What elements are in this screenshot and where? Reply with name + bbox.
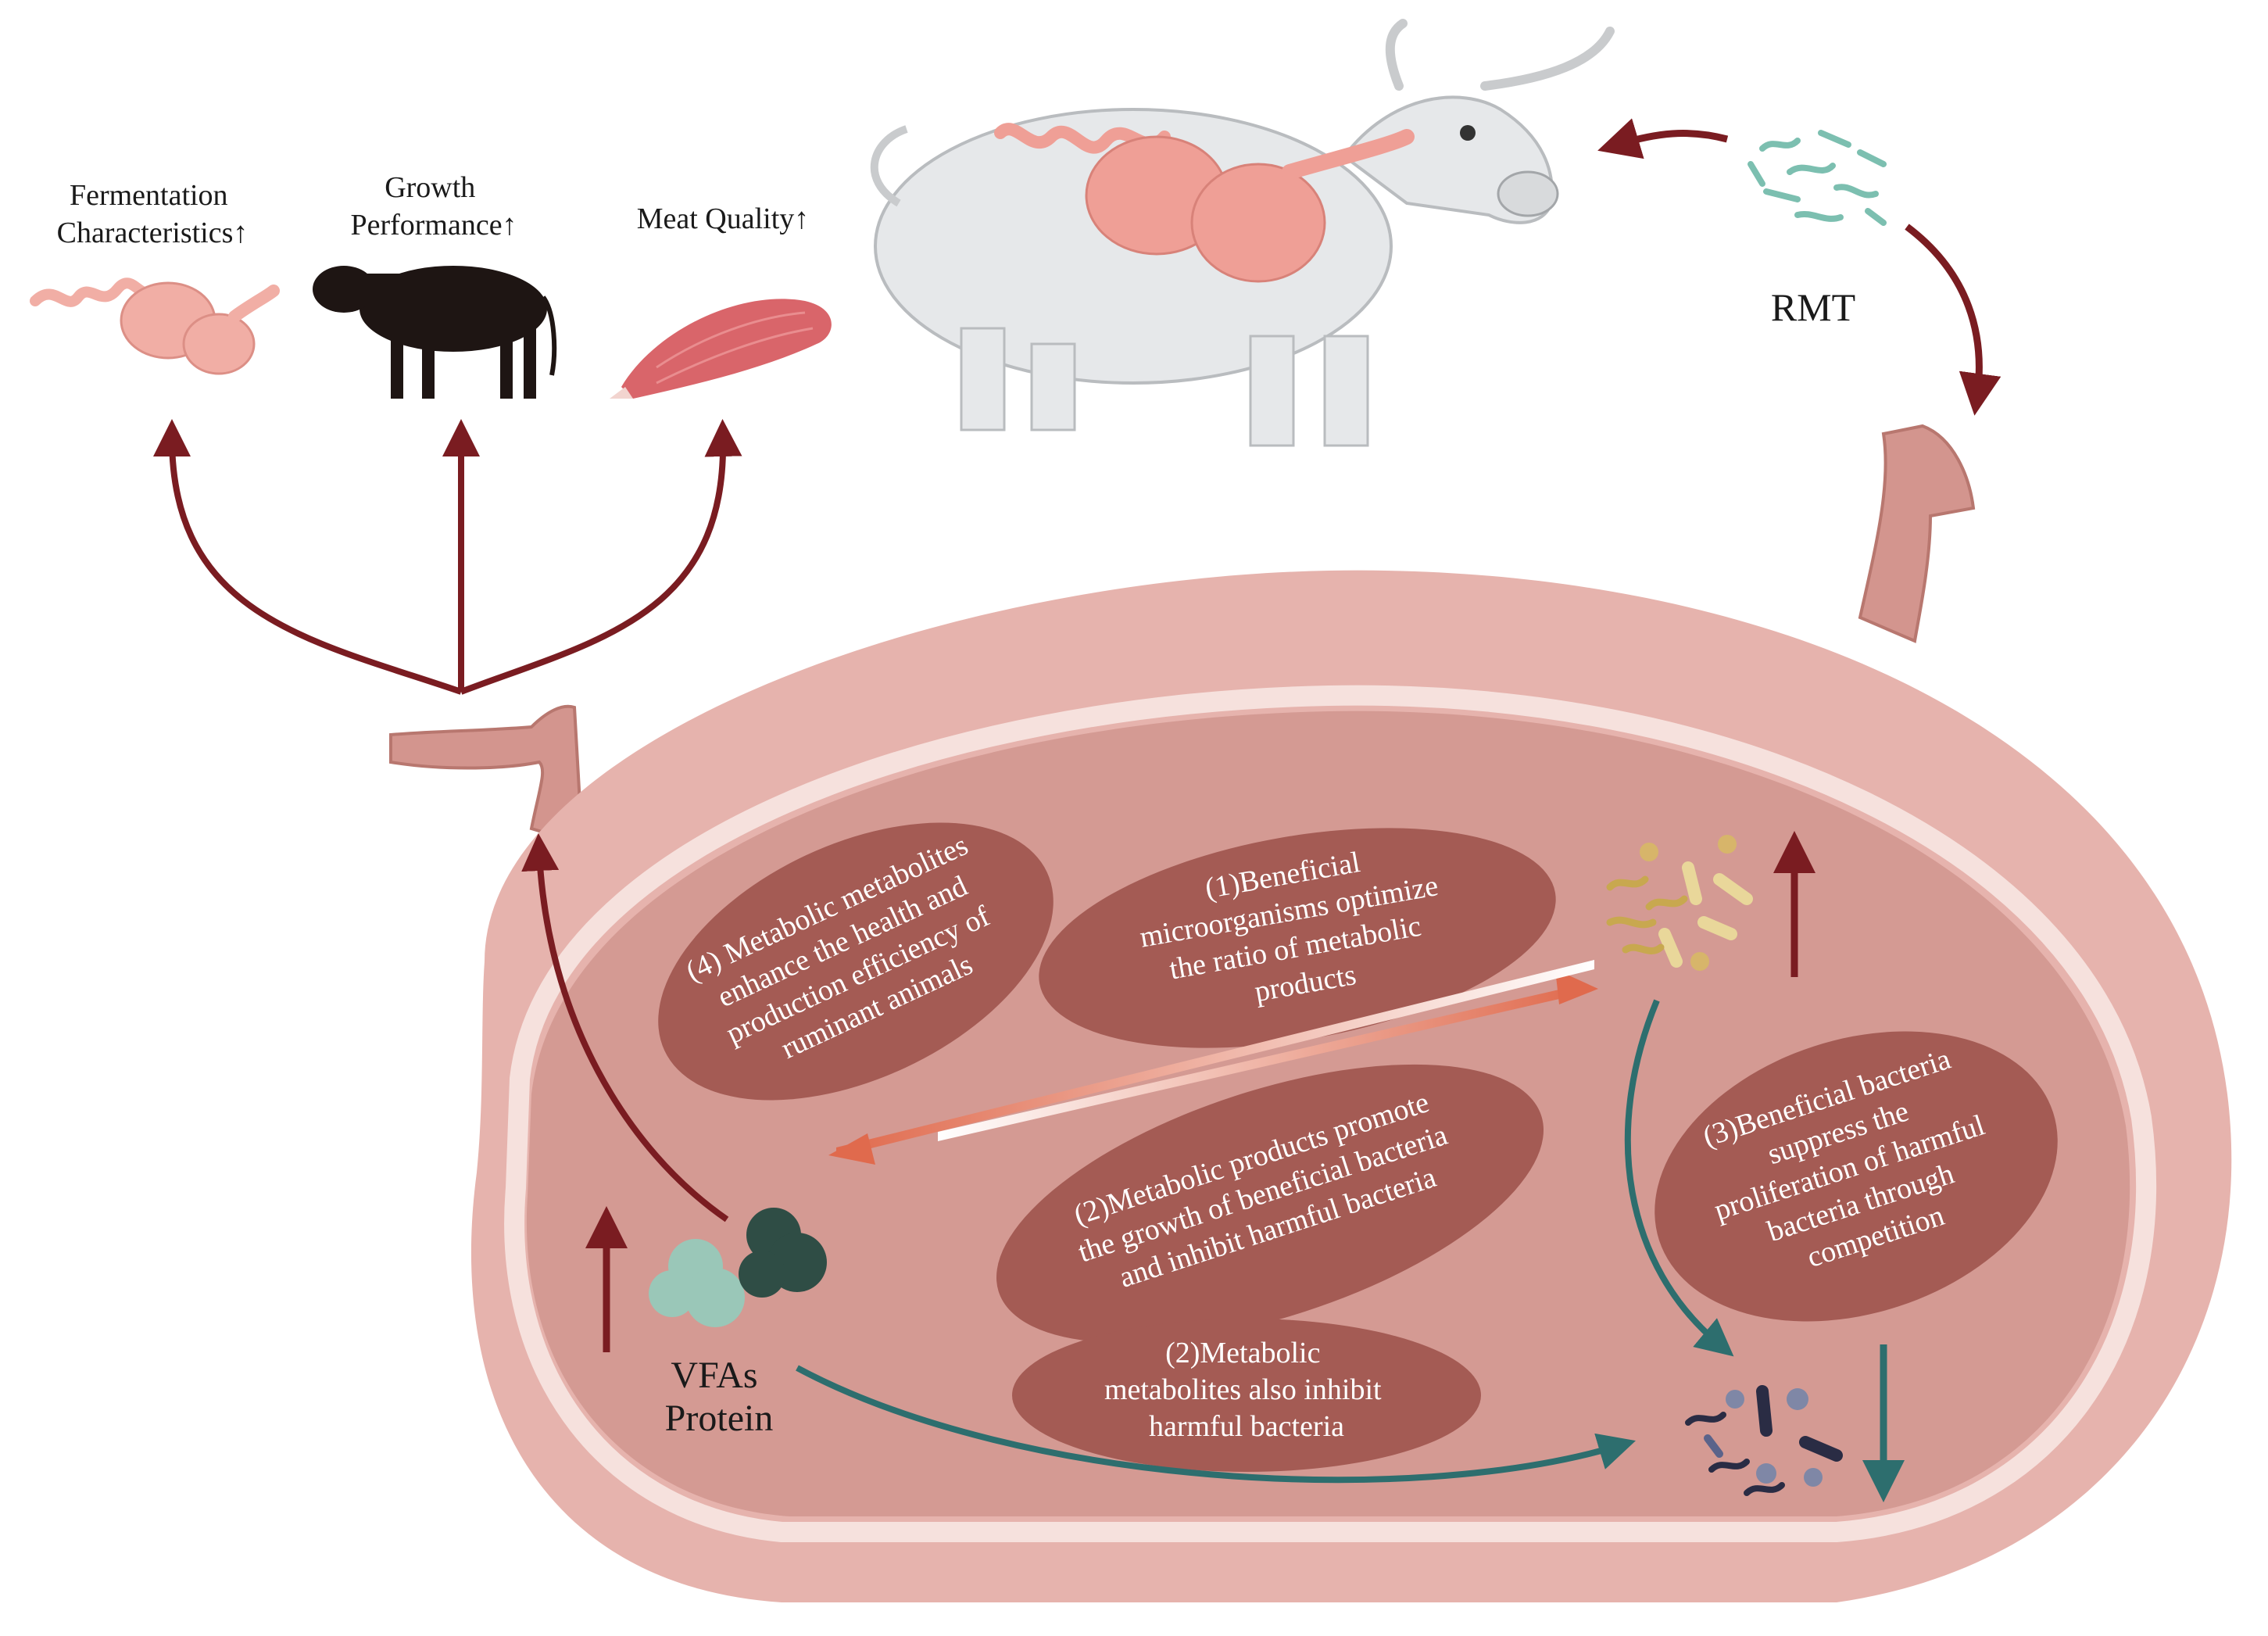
svg-text:Meat Quality↑: Meat Quality↑	[637, 202, 810, 235]
svg-text:Fermentation Characteris: Fermentation Characteristics↑	[57, 179, 249, 249]
muscle-icon	[610, 299, 832, 399]
bull-icon	[313, 266, 557, 399]
step2b-line1: (2)Metabolic	[1165, 1337, 1320, 1369]
rumen-icon	[30, 277, 280, 375]
rmt-label: RMT	[1771, 285, 1855, 329]
svg-text:(2)Metabolic metabolites: (2)Metabolic metabolites also inhibit ha…	[1104, 1337, 1389, 1443]
svg-text:VFAs Protein: VFAs Protein	[665, 1355, 774, 1439]
outcome-arrows	[153, 419, 742, 695]
arrow-to-meat	[460, 419, 742, 695]
outcome-growth: Growth Performance↑	[313, 171, 557, 399]
growth-label-line1: Growth	[385, 171, 475, 204]
step1-oval: (1)Beneficial microorganisms optimize th…	[1039, 828, 1556, 1048]
arrow-rmt-to-cow	[1597, 118, 1729, 159]
step3-oval: (3)Beneficial bacteria suppress the prol…	[1654, 1031, 2058, 1322]
arrow-products-to-outlet	[521, 833, 729, 1223]
step2b-line2: metabolites also inhibit	[1104, 1373, 1382, 1406]
microbes-icon	[1748, 130, 1887, 226]
step2b-oval: (2)Metabolic metabolites also inhibit ha…	[1012, 1319, 1481, 1472]
svg-text:Growth Performance↑: Growth Performance↑	[350, 171, 517, 242]
growth-label-line2: Performance↑	[350, 209, 517, 242]
arrow-products-to-harmful	[796, 1365, 1637, 1484]
cow-icon	[870, 19, 1615, 447]
harmful-bacteria-icon	[1685, 1385, 1843, 1496]
meat-label: Meat Quality↑	[637, 202, 810, 235]
internal-arrows	[521, 831, 1905, 1502]
arrow-beneficial-to-harmful	[1624, 999, 1734, 1357]
vfa-label-line2: Protein	[665, 1398, 774, 1439]
rmt-arrows	[1597, 118, 2001, 416]
exchange-arrows	[828, 960, 1598, 1165]
arrow-to-beneficial	[938, 983, 1587, 1141]
arrow-to-products	[836, 960, 1594, 1157]
arrow-to-fermentation	[153, 419, 463, 695]
step2a-oval: (2)Metabolic products promote the growth…	[996, 1064, 1544, 1344]
protein-molecule-icon	[649, 1208, 827, 1327]
vfa-label-line1: VFAs	[671, 1355, 757, 1396]
fermentation-label-line1: Fermentation	[70, 179, 228, 212]
beneficial-bacteria-icon	[1606, 835, 1753, 971]
step2b-line3: harmful bacteria	[1149, 1410, 1344, 1443]
outcome-fermentation: Fermentation Characteristics↑	[30, 179, 280, 375]
arrow-rmt-to-rumen	[1905, 224, 2001, 416]
outcome-meat: Meat Quality↑	[610, 202, 832, 399]
fermentation-label-line2: Characteristics↑	[57, 217, 249, 249]
